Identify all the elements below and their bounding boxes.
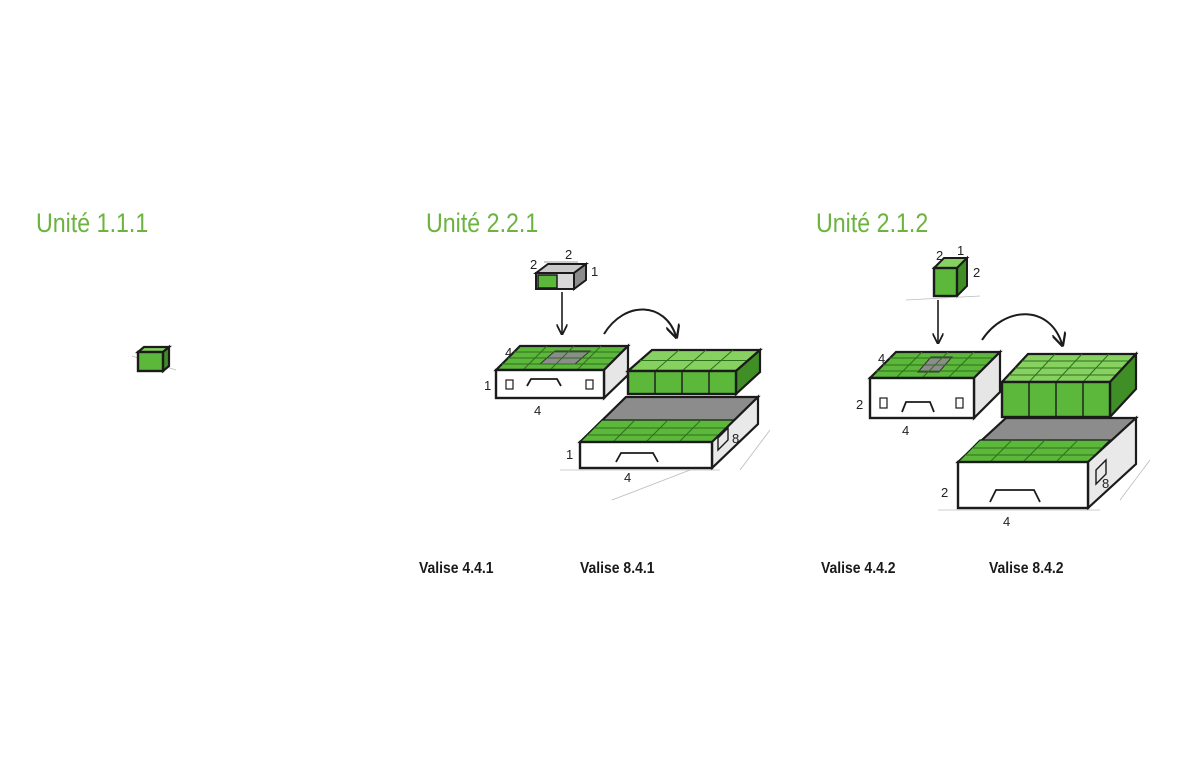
dim-case-large-depth: 8	[732, 431, 739, 446]
unit-1-1-1-title: Unité 1.1.1	[36, 208, 149, 238]
dim-case-large-width: 4	[624, 470, 631, 485]
dim-case-small-depth: 4	[878, 351, 885, 366]
dim-case-large-height: 1	[566, 447, 573, 462]
dim-box-height: 2	[973, 265, 980, 280]
dim-case-small-height: 1	[484, 378, 491, 393]
dim-case-small-width: 4	[902, 423, 909, 438]
dim-box-depth: 1	[957, 243, 964, 258]
unit-2-2-1-drawing: 2 2 1 4 4 1 1 4 8	[484, 247, 771, 501]
dim-box-height: 1	[591, 264, 598, 279]
dim-box-width: 2	[936, 248, 943, 263]
caption-valise-8-4-1: Valise 8.4.1	[580, 560, 655, 577]
unit-2-2-1-case-small	[493, 343, 631, 401]
unit-2-2-1-insert-tray	[625, 347, 763, 397]
unit-2-2-1-case-large	[560, 394, 771, 501]
unit-2-1-2-case-large	[938, 415, 1151, 511]
unit-2-2-1-title: Unité 2.2.1	[426, 208, 539, 238]
unit-2-2-1-box	[533, 261, 589, 291]
unit-2-1-2-insert-tray	[999, 351, 1139, 420]
dim-box-width: 2	[530, 257, 537, 272]
caption-valise-4-4-1: Valise 4.4.1	[419, 560, 494, 577]
caption-valise-4-4-2: Valise 4.4.2	[821, 560, 896, 577]
dim-case-large-height: 2	[941, 485, 948, 500]
unit-2-1-2-drawing: 2 1 2 4 4 2 2 4 8	[856, 243, 1151, 529]
unit-2-1-2-title: Unité 2.1.2	[816, 208, 929, 238]
dim-box-depth: 2	[565, 247, 572, 262]
dim-case-small-width: 4	[534, 403, 541, 418]
dim-case-small-height: 2	[856, 397, 863, 412]
unit-2-1-2-box	[905, 255, 981, 301]
dim-case-large-depth: 8	[1102, 476, 1109, 491]
unit-1-1-1-cube	[131, 344, 177, 374]
unit-2-1-2-case-small	[867, 349, 1003, 421]
dim-case-small-depth: 4	[505, 345, 512, 360]
dim-case-large-width: 4	[1003, 514, 1010, 529]
caption-valise-8-4-2: Valise 8.4.2	[989, 560, 1064, 577]
